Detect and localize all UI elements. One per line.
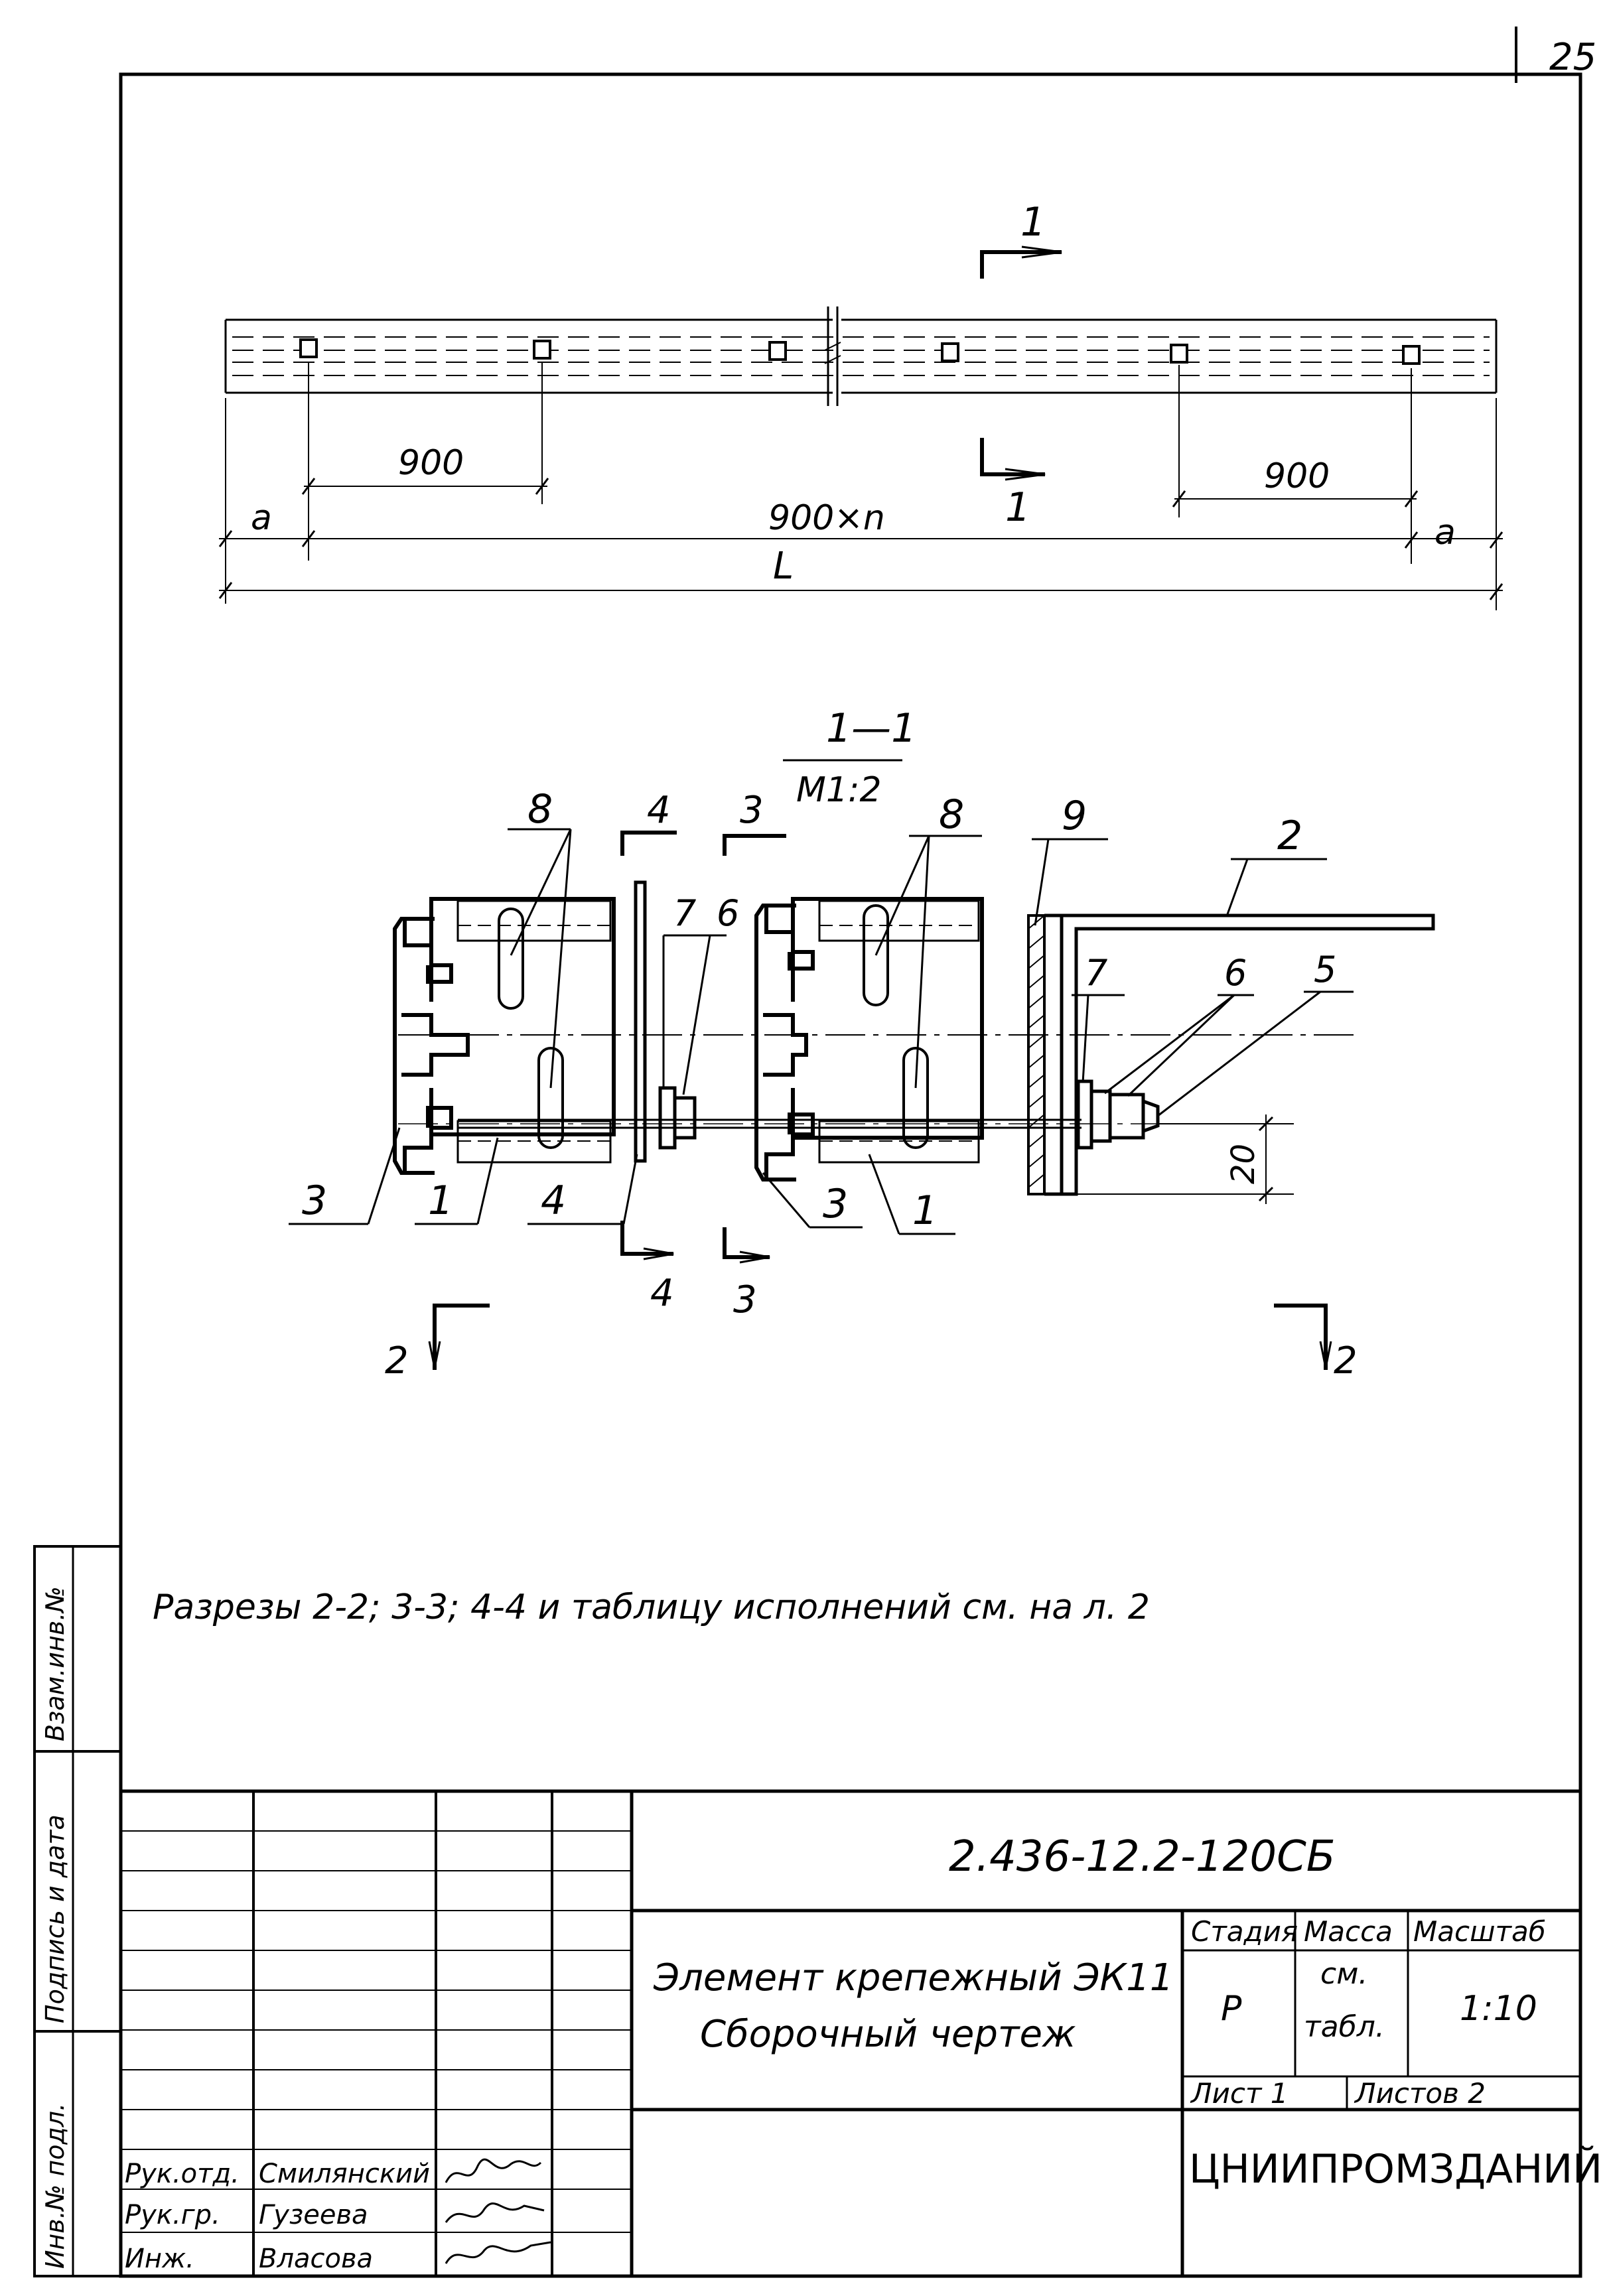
callout-8-left: 8 (527, 786, 553, 833)
staff-name-2: Гузеева (259, 2200, 368, 2230)
organization-name: ЦНИИПРОМЗДАНИЙ (1189, 2145, 1602, 2193)
dim-900-left: 900 (398, 443, 464, 483)
callout-8-right: 8 (939, 791, 964, 838)
callout-5: 5 (1314, 949, 1336, 990)
staff-role-3: Инж. (125, 2244, 194, 2274)
staff-name-3: Власова (259, 2244, 373, 2274)
scale-label: Масштаб (1413, 1915, 1546, 1948)
sheet-number: 25 (1549, 36, 1596, 79)
signature-3 (445, 2241, 551, 2264)
plan-view: 1 1 900 900 a 900×n a L (218, 199, 1503, 610)
staff-role-1: Рук.отд. (125, 2159, 240, 2189)
dim-length-L: L (773, 545, 794, 588)
drawing-frame (119, 72, 1582, 2278)
sheet-label: Лист 1 (1190, 2077, 1289, 2110)
dim-20: 20 (1225, 1144, 1262, 1184)
sign-date-label: Подпись и дата (40, 1814, 70, 2023)
inv-no-orig-label: Инв.№ подл. (40, 2103, 70, 2269)
scale-value: 1:10 (1460, 1989, 1537, 2029)
callout-7-right: 7 (1085, 952, 1107, 994)
callout-2: 2 (1277, 813, 1302, 859)
document-code: 2.436-12.2-120СБ (949, 1832, 1336, 1881)
section-scale: M1:2 (796, 770, 882, 810)
callout-3-left: 3 (302, 1178, 327, 1224)
section-mark-top: 1 (1020, 199, 1046, 245)
callout-7-left: 7 (673, 892, 696, 934)
signature-2 (445, 2202, 545, 2223)
cut-2-right: 2 (1334, 1339, 1358, 1383)
callout-4: 4 (541, 1178, 566, 1224)
stage-value: Р (1221, 1989, 1242, 2029)
sections-note: Разрезы 2-2; 3-3; 4-4 и таблицу исполнен… (153, 1587, 1150, 1627)
stage-label: Стадия (1191, 1915, 1298, 1948)
section-title: 1—1 (826, 705, 916, 752)
cut-4-top: 4 (647, 789, 671, 832)
mass-value-line1: см. (1320, 1957, 1367, 1991)
sheets-label: Листов 2 (1354, 2077, 1486, 2110)
callout-6-right: 6 (1224, 952, 1247, 994)
mass-label: Масса (1304, 1915, 1393, 1948)
cut-3-top: 3 (740, 789, 764, 832)
dim-a-right: a (1434, 513, 1456, 553)
staff-name-1: Смилянский (259, 2159, 430, 2189)
callout-1-left: 1 (428, 1178, 453, 1224)
cut-4-bottom: 4 (650, 1272, 674, 1315)
section-mark-bottom: 1 (1005, 484, 1030, 531)
dim-a-left: a (251, 498, 272, 538)
callout-3-right: 3 (823, 1181, 848, 1227)
callout-1-right: 1 (912, 1187, 938, 1234)
dim-900xn: 900×n (768, 498, 885, 538)
staff-role-2: Рук.гр. (125, 2200, 220, 2230)
cut-3-bottom: 3 (733, 1278, 757, 1321)
title-block: 2.436-12.2-120СБ Элемент крепежный ЭК11 … (121, 1789, 1602, 2276)
callout-6-left: 6 (717, 892, 739, 934)
cut-2-left: 2 (385, 1339, 409, 1383)
item-name: Элемент крепежный ЭК11 (653, 1956, 1174, 1999)
left-margin-stamp: Инв.№ подл. Подпись и дата Взам.инв.№ (33, 1545, 122, 2277)
dim-900-right: 900 (1264, 456, 1330, 496)
callout-9: 9 (1062, 793, 1087, 839)
section-view: 1—1 M1:2 (289, 705, 1435, 1383)
replace-inv-label: Взам.инв.№ (40, 1586, 70, 1741)
signature-1 (445, 2158, 542, 2183)
mass-value-line2: табл. (1304, 2010, 1385, 2044)
drawing-type: Сборочный чертеж (700, 2013, 1076, 2056)
